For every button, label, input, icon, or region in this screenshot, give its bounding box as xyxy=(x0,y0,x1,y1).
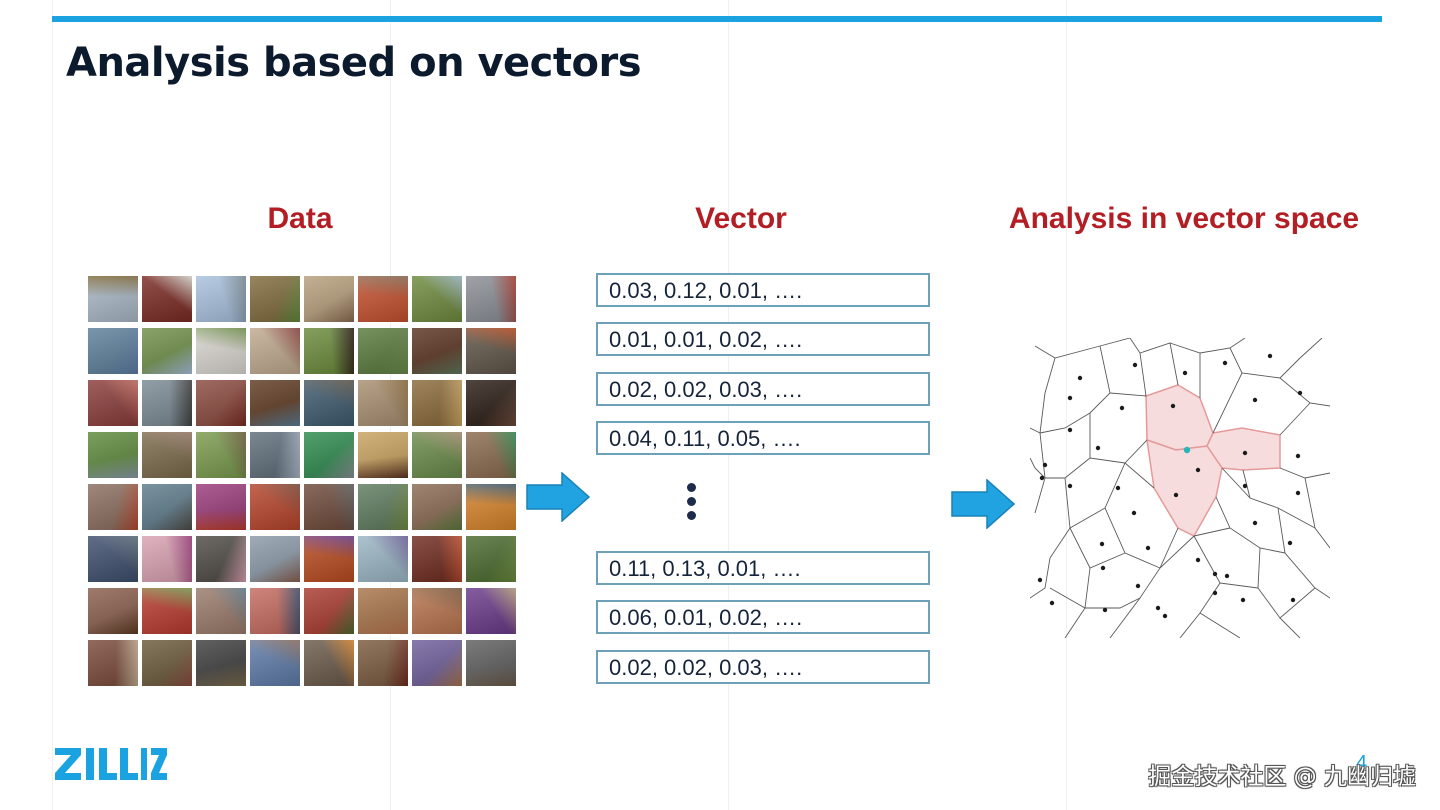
image-thumbnail xyxy=(466,380,516,426)
image-thumbnail xyxy=(88,328,138,374)
image-thumbnail xyxy=(358,276,408,322)
voronoi-vector-space-diagram xyxy=(1030,338,1330,638)
image-thumbnail xyxy=(196,328,246,374)
slide-title: Analysis based on vectors xyxy=(66,40,642,86)
image-thumbnail xyxy=(142,484,192,530)
image-thumbnail xyxy=(466,588,516,634)
image-thumbnail xyxy=(142,640,192,686)
vector-box: 0.02, 0.02, 0.03, …. xyxy=(596,372,930,406)
image-thumbnail xyxy=(358,432,408,478)
image-thumbnail xyxy=(466,536,516,582)
image-thumbnail xyxy=(412,536,462,582)
image-thumbnail xyxy=(466,328,516,374)
image-thumbnail xyxy=(196,432,246,478)
image-thumbnail xyxy=(88,588,138,634)
image-thumbnail xyxy=(88,640,138,686)
image-thumbnail xyxy=(358,536,408,582)
image-thumbnail xyxy=(88,432,138,478)
image-thumbnail xyxy=(412,588,462,634)
image-thumbnail xyxy=(412,276,462,322)
image-thumbnail xyxy=(250,588,300,634)
image-thumbnail xyxy=(412,380,462,426)
image-thumbnail xyxy=(250,536,300,582)
vector-box: 0.01, 0.01, 0.02, …. xyxy=(596,322,930,356)
image-thumbnail xyxy=(412,328,462,374)
image-thumbnail xyxy=(304,484,354,530)
image-thumbnail xyxy=(466,484,516,530)
image-thumbnail xyxy=(88,276,138,322)
highlighted-neighbor-cells xyxy=(1145,384,1281,537)
query-point xyxy=(1183,446,1191,454)
image-thumbnail xyxy=(250,484,300,530)
image-thumbnail-grid xyxy=(88,276,520,692)
image-thumbnail xyxy=(304,640,354,686)
vector-box: 0.04, 0.11, 0.05, …. xyxy=(596,421,930,455)
vector-values: 0.03, 0.12, 0.01, …. xyxy=(609,278,803,303)
image-thumbnail xyxy=(358,328,408,374)
image-thumbnail xyxy=(250,380,300,426)
voronoi-cell-edges xyxy=(1030,338,1330,638)
image-thumbnail xyxy=(250,276,300,322)
vector-values: 0.11, 0.13, 0.01, …. xyxy=(609,556,801,581)
image-thumbnail xyxy=(358,640,408,686)
image-thumbnail xyxy=(196,484,246,530)
image-thumbnail xyxy=(304,328,354,374)
image-thumbnail xyxy=(304,276,354,322)
image-thumbnail xyxy=(466,640,516,686)
image-thumbnail xyxy=(250,640,300,686)
image-thumbnail xyxy=(196,536,246,582)
slide-guide-line xyxy=(1066,0,1067,810)
vector-values: 0.06, 0.01, 0.02, …. xyxy=(609,605,803,630)
image-thumbnail xyxy=(358,380,408,426)
image-thumbnail xyxy=(88,380,138,426)
image-thumbnail xyxy=(304,380,354,426)
vector-heading: Vector xyxy=(695,202,787,235)
image-thumbnail xyxy=(142,380,192,426)
image-thumbnail xyxy=(466,276,516,322)
image-thumbnail xyxy=(250,328,300,374)
image-thumbnail xyxy=(196,640,246,686)
image-thumbnail xyxy=(196,588,246,634)
right-arrow-icon xyxy=(526,472,590,522)
data-heading: Data xyxy=(267,202,333,235)
vector-values: 0.02, 0.02, 0.03, …. xyxy=(609,655,803,680)
image-thumbnail xyxy=(142,536,192,582)
zilliz-logo xyxy=(55,748,167,780)
right-arrow-icon xyxy=(951,479,1015,529)
image-thumbnail xyxy=(466,432,516,478)
image-thumbnail xyxy=(196,380,246,426)
vector-box: 0.02, 0.02, 0.03, …. xyxy=(596,650,930,684)
image-thumbnail xyxy=(358,484,408,530)
image-thumbnail xyxy=(358,588,408,634)
vector-values: 0.04, 0.11, 0.05, …. xyxy=(609,426,801,451)
vector-values: 0.01, 0.01, 0.02, …. xyxy=(609,327,803,352)
slide-guide-line xyxy=(52,0,53,810)
image-thumbnail xyxy=(412,432,462,478)
vector-values: 0.02, 0.02, 0.03, …. xyxy=(609,377,803,402)
image-thumbnail xyxy=(142,432,192,478)
image-thumbnail xyxy=(142,276,192,322)
image-thumbnail xyxy=(88,484,138,530)
image-thumbnail xyxy=(88,536,138,582)
image-thumbnail xyxy=(142,328,192,374)
watermark: 掘金技术社区 @ 九幽归墟 xyxy=(1148,764,1416,790)
image-thumbnail xyxy=(142,588,192,634)
vector-box: 0.06, 0.01, 0.02, …. xyxy=(596,600,930,634)
image-thumbnail xyxy=(304,588,354,634)
analysis-heading: Analysis in vector space xyxy=(1008,202,1360,235)
image-thumbnail xyxy=(196,276,246,322)
image-thumbnail xyxy=(304,536,354,582)
image-thumbnail xyxy=(304,432,354,478)
vector-box: 0.11, 0.13, 0.01, …. xyxy=(596,551,930,585)
accent-top-bar xyxy=(52,16,1382,22)
image-thumbnail xyxy=(412,640,462,686)
page-number: 4 xyxy=(1356,752,1368,774)
vector-box: 0.03, 0.12, 0.01, …. xyxy=(596,273,930,307)
image-thumbnail xyxy=(250,432,300,478)
vector-points xyxy=(1037,353,1303,619)
image-thumbnail xyxy=(412,484,462,530)
